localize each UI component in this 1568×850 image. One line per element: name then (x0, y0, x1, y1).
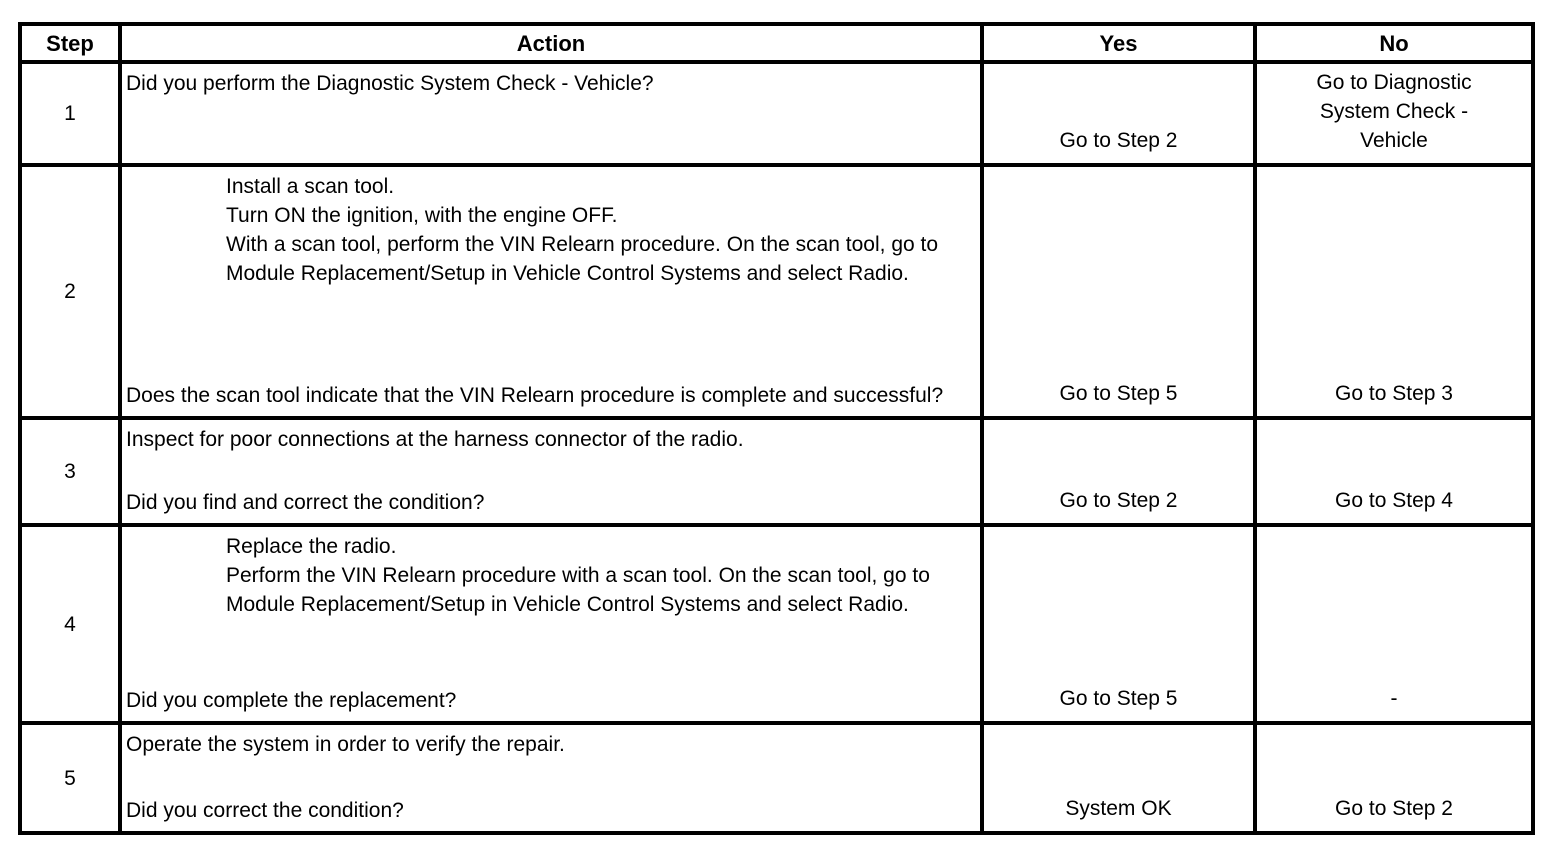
yes-value: Go to Step 5 (1059, 382, 1178, 405)
yes-cell: Go to Step 5 (980, 523, 1257, 725)
no-value: Go to Diagnostic System Check - Vehicle (1316, 71, 1472, 152)
instruction-line: With a scan tool, perform the VIN Relear… (226, 233, 939, 285)
diagnostic-procedure-table: Step Action Yes No 1 Did you perform the… (18, 22, 1535, 835)
step-number: 5 (64, 766, 76, 790)
table-row: 3 Inspect for poor connections at the ha… (18, 416, 1535, 527)
yes-value: Go to Step 2 (1059, 489, 1178, 512)
table-row: 2 Install a scan tool. Turn ON the igniti… (18, 163, 1535, 420)
column-header-no: No (1253, 22, 1535, 64)
instruction-line: Replace the radio. (226, 535, 397, 558)
action-question: Did you complete the replacement? (126, 689, 457, 712)
step-cell: 5 (18, 721, 122, 835)
action-content: Install a scan tool. Turn ON the ignition… (122, 167, 980, 416)
instruction-line: Install a scan tool. (226, 175, 395, 198)
action-question: Does the scan tool indicate that the VIN… (126, 384, 944, 407)
no-value: Go to Step 2 (1335, 797, 1453, 820)
action-top: Install a scan tool. Turn ON the ignition… (126, 172, 976, 288)
no-value: Go to Step 4 (1335, 489, 1453, 512)
action-question: Did you find and correct the condition? (126, 491, 485, 514)
no-cell: Go to Step 2 (1253, 721, 1535, 835)
no-cell: - (1253, 523, 1535, 725)
action-content: Replace the radio. Perform the VIN Relear… (122, 527, 980, 721)
step-cell: 3 (18, 416, 122, 527)
action-cell: Install a scan tool. Turn ON the ignition… (118, 163, 984, 420)
action-cell: Did you perform the Diagnostic System Ch… (118, 60, 984, 167)
action-statement: Inspect for poor connections at the harn… (126, 428, 744, 451)
no-value: - (1390, 687, 1398, 710)
instruction-line: Turn ON the ignition, with the engine OF… (226, 204, 618, 227)
table-row: 4 Replace the radio. Perform the VIN Rele… (18, 523, 1535, 725)
yes-value: Go to Step 2 (1059, 129, 1178, 152)
action-top: Did you perform the Diagnostic System Ch… (126, 69, 976, 98)
column-header-yes: Yes (980, 22, 1257, 64)
no-cell: Go to Step 3 (1253, 163, 1535, 420)
header-row: Step Action Yes No (18, 22, 1535, 64)
yes-cell: Go to Step 5 (980, 163, 1257, 420)
yes-value: System OK (1065, 797, 1172, 820)
action-instructions: Install a scan tool. Turn ON the ignition… (126, 172, 976, 288)
action-statement: Operate the system in order to verify th… (126, 733, 565, 756)
step-number: 1 (64, 102, 76, 125)
action-top: Operate the system in order to verify th… (126, 730, 976, 759)
column-header-step: Step (18, 22, 122, 64)
action-content: Operate the system in order to verify th… (122, 725, 980, 831)
table-row: 5 Operate the system in order to verify … (18, 721, 1535, 835)
action-cell: Replace the radio. Perform the VIN Relear… (118, 523, 984, 725)
yes-cell: Go to Step 2 (980, 60, 1257, 167)
no-cell: Go to Step 4 (1253, 416, 1535, 527)
step-number: 2 (64, 280, 76, 303)
action-statement: Did you perform the Diagnostic System Ch… (126, 72, 654, 95)
step-cell: 4 (18, 523, 122, 725)
step-cell: 2 (18, 163, 122, 420)
action-instructions: Replace the radio. Perform the VIN Relear… (126, 532, 976, 619)
step-number: 4 (64, 612, 76, 636)
yes-cell: System OK (980, 721, 1257, 835)
action-top: Inspect for poor connections at the harn… (126, 425, 976, 454)
column-header-action: Action (118, 22, 984, 64)
step-cell: 1 (18, 60, 122, 167)
action-question: Did you correct the condition? (126, 799, 404, 822)
action-cell: Operate the system in order to verify th… (118, 721, 984, 835)
action-top: Replace the radio. Perform the VIN Relear… (126, 532, 976, 619)
instruction-line: Perform the VIN Relearn procedure with a… (226, 564, 930, 616)
no-cell: Go to Diagnostic System Check - Vehicle (1253, 60, 1535, 167)
no-value: Go to Step 3 (1335, 382, 1453, 405)
yes-value: Go to Step 5 (1059, 687, 1178, 710)
table-body: 1 Did you perform the Diagnostic System … (18, 60, 1535, 835)
step-number: 3 (64, 460, 76, 483)
yes-cell: Go to Step 2 (980, 416, 1257, 527)
action-cell: Inspect for poor connections at the harn… (118, 416, 984, 527)
action-content: Inspect for poor connections at the harn… (122, 420, 980, 523)
table-row: 1 Did you perform the Diagnostic System … (18, 60, 1535, 167)
action-content: Did you perform the Diagnostic System Ch… (122, 64, 980, 163)
